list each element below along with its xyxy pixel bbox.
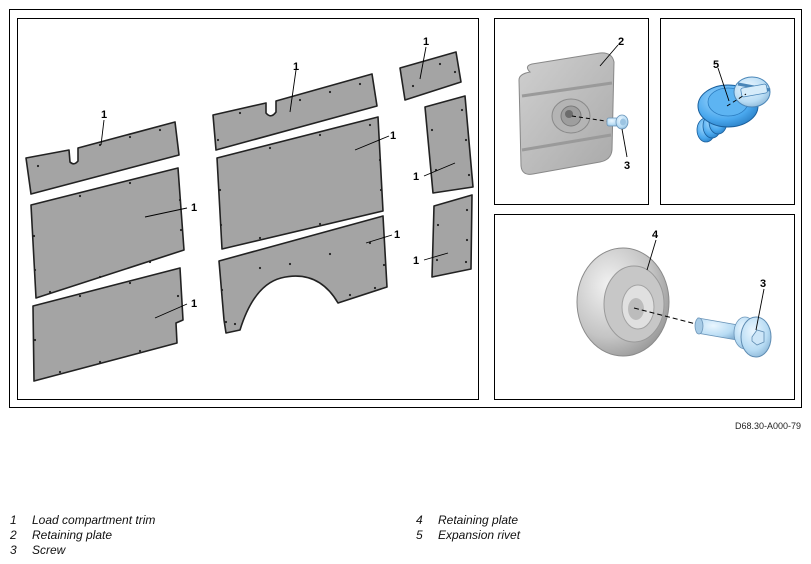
- callout-label: 1: [191, 298, 197, 310]
- callout-label: 2: [618, 36, 624, 48]
- legend-label: Retaining plate: [438, 513, 519, 527]
- leader-line: [717, 67, 730, 102]
- trim-panel-holes: [32, 62, 471, 374]
- leader-line: [755, 288, 765, 331]
- callout-label: 1: [413, 255, 419, 267]
- trim-panel-left-top: [25, 121, 180, 195]
- leader-line: [599, 44, 619, 67]
- trim-panel-left-bottom: [32, 267, 184, 382]
- trim-panel-right-upper: [424, 95, 474, 194]
- legend-label: Screw: [32, 543, 66, 557]
- trim-panel-right-lower: [431, 194, 473, 278]
- callout-label: 4: [652, 229, 659, 241]
- panel-box-round-plate: [494, 214, 795, 400]
- legend-item: 3 Screw: [10, 543, 155, 558]
- leader-line: [621, 128, 628, 158]
- callout-label: 1: [101, 109, 107, 121]
- load-compartment-trim-panels: [25, 51, 474, 382]
- callout-label: 1: [394, 229, 400, 241]
- expansion-rivet-illustration: [696, 76, 771, 143]
- legend-item: 2 Retaining plate: [10, 528, 155, 543]
- legend-item: 4 Retaining plate: [416, 513, 520, 528]
- legend-right: 4 Retaining plate 5 Expansion rivet: [416, 513, 520, 543]
- callout-label: 1: [413, 171, 419, 183]
- trim-panel-middle-bottom: [218, 215, 388, 334]
- rivet-head: [733, 76, 771, 108]
- screw-large: [694, 316, 772, 358]
- exploded-parts-diagram: 1 1 1 1 1 1 1 1 1 2 3: [9, 9, 802, 408]
- panel-box-plate: [494, 18, 649, 205]
- reference-code: D68.30-A000-79: [734, 421, 801, 431]
- panel-box-trim: [17, 18, 479, 400]
- legend-item: 5 Expansion rivet: [416, 528, 520, 543]
- trim-leader-lines: [100, 46, 456, 319]
- legend-label: Expansion rivet: [438, 528, 521, 542]
- round-retaining-plate-illustration: [576, 247, 772, 358]
- trim-panel-left-middle: [30, 167, 185, 299]
- legend-number: 4: [416, 513, 423, 527]
- outer-frame: [9, 9, 802, 408]
- callout-label: 1: [390, 130, 396, 142]
- leader-line: [646, 239, 657, 271]
- callout-label: 1: [423, 36, 429, 48]
- legend-label: Retaining plate: [32, 528, 113, 542]
- legend-label: Load compartment trim: [32, 513, 156, 527]
- retaining-plate-illustration: [518, 52, 629, 175]
- legend-number: 3: [10, 543, 17, 557]
- legend-item: 1 Load compartment trim: [10, 513, 155, 528]
- legend-number: 2: [10, 528, 17, 542]
- callout-label: 1: [191, 202, 197, 214]
- trim-panel-middle-center: [216, 116, 384, 250]
- callout-label: 3: [624, 160, 630, 172]
- callout-label: 5: [713, 59, 719, 71]
- legend-number: 1: [10, 513, 17, 527]
- trim-callouts: 1 1 1 1 1 1 1 1 1: [101, 36, 429, 310]
- legend-number: 5: [416, 528, 423, 542]
- panel-box-rivet: [660, 18, 795, 205]
- callout-label: 1: [293, 61, 299, 73]
- trim-panel-middle-top: [212, 73, 378, 151]
- callout-label: 3: [760, 278, 766, 290]
- trim-panel-right-top: [399, 51, 462, 101]
